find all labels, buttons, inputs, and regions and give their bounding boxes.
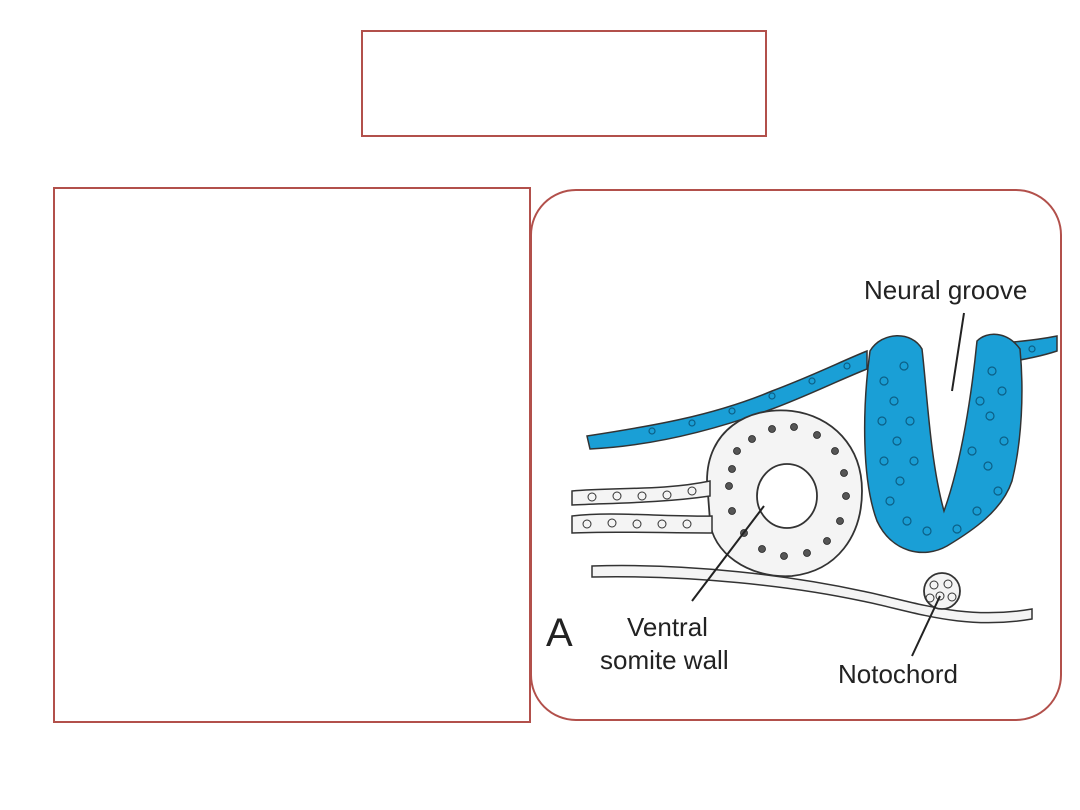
lateral-mesoderm-lower: [571, 513, 713, 534]
somite-cavity: [756, 463, 818, 529]
slide-title-box[interactable]: [361, 30, 767, 137]
notochord-label: Notochord: [838, 659, 958, 689]
notochord-shape: [923, 572, 961, 610]
ventral-somite-wall-label-line1: Ventral: [627, 612, 708, 642]
embryo-cross-section-figure: Neural groove A Ventral somite wall Noto…: [530, 189, 1062, 721]
lateral-mesoderm-upper: [571, 480, 711, 506]
neural-groove-label: Neural groove: [864, 275, 1027, 305]
embryo-diagram-svg: Neural groove A Ventral somite wall Noto…: [546, 275, 1058, 689]
endoderm: [591, 564, 1033, 624]
panel-letter: A: [546, 611, 573, 655]
slide-content-box[interactable]: [53, 187, 531, 723]
notochord-leader: [911, 595, 941, 657]
surface-ectoderm: [586, 349, 868, 450]
neural-cells: [648, 345, 1036, 536]
ventral-somite-wall-label-line2: somite wall: [600, 645, 729, 675]
neural-plate: [863, 333, 1023, 554]
somite-wall-leader: [691, 505, 765, 602]
mesoderm-cells: [582, 486, 697, 529]
notochord-cells: [925, 579, 957, 603]
neural-groove-leader: [951, 312, 965, 392]
